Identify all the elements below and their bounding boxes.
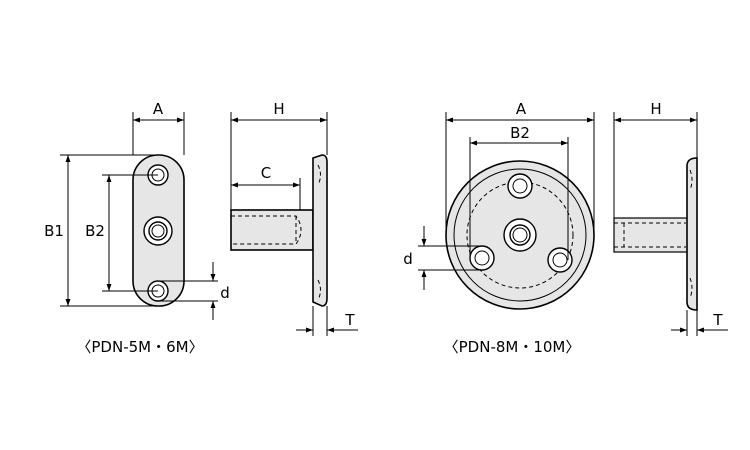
pdn-8m-10m-side-view — [613, 157, 698, 311]
pdn-8m-10m-front-view — [445, 160, 595, 310]
dim-label-b1: B1 — [44, 222, 64, 240]
pdn-5m-6m-side-view — [230, 154, 328, 307]
dimension-t-left: T — [296, 306, 358, 336]
dimension-h-left: H — [230, 100, 328, 210]
dim-label-t: T — [712, 311, 723, 329]
dimension-t-right: T — [671, 310, 728, 336]
dim-label-a: A — [516, 100, 527, 118]
dim-label-b2: B2 — [510, 124, 530, 142]
dimension-a-left: A — [132, 100, 185, 155]
dimension-b2-right: B2 — [469, 124, 569, 260]
dim-label-a: A — [153, 100, 164, 118]
dimension-h-right: H — [613, 100, 698, 218]
dimension-c: C — [231, 164, 301, 210]
dim-label-c: C — [261, 164, 271, 182]
pdn-5m-6m-front-view — [132, 154, 185, 307]
dim-label-b2: B2 — [85, 222, 105, 240]
dimension-d-right: d — [403, 226, 482, 290]
flange-side — [312, 154, 328, 307]
dim-label-d: d — [403, 250, 413, 268]
top-mount-hole — [507, 173, 533, 199]
threaded-shaft — [613, 217, 689, 253]
round-flange-rim — [453, 168, 587, 302]
dim-label-t: T — [344, 311, 355, 329]
bolt-circle — [466, 181, 574, 289]
dimension-b2-left: B2 — [85, 174, 158, 292]
right-mount-hole — [547, 247, 573, 273]
dimension-b1: B1 — [44, 154, 158, 307]
dimension-a-right: A — [445, 100, 595, 235]
dimension-d-left: d — [158, 262, 230, 320]
dim-label-h: H — [273, 100, 284, 118]
dim-label-h: H — [650, 100, 661, 118]
left-mount-hole — [469, 245, 495, 271]
center-thread-inner — [151, 224, 165, 238]
caption-pdn-8m-10m: 〈PDN-8M・10M〉 — [444, 338, 581, 356]
caption-pdn-5m-6m: 〈PDN-5M・6M〉 — [76, 338, 203, 356]
threaded-shaft — [230, 209, 314, 251]
dim-label-d: d — [220, 284, 230, 302]
